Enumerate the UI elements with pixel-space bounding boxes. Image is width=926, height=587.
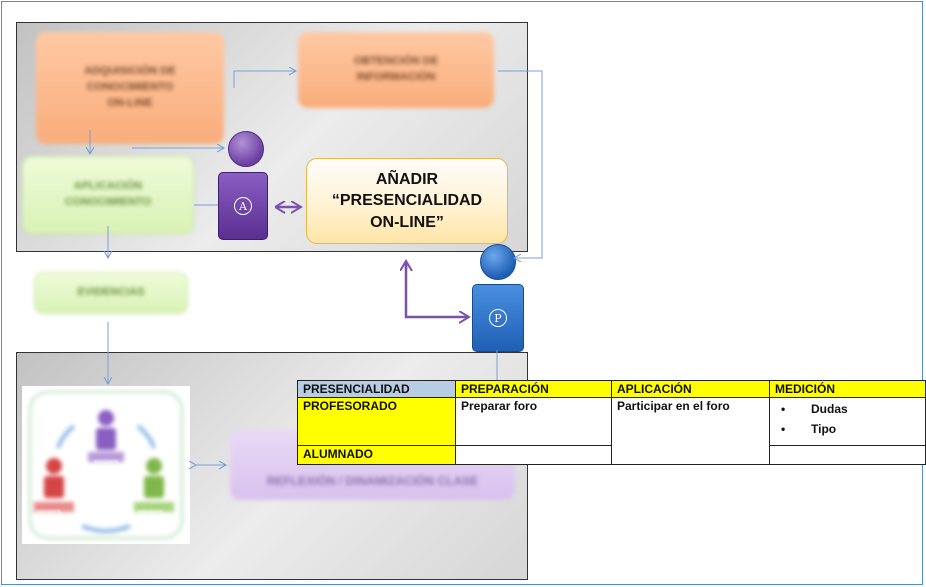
person-a-body-icon: A (218, 172, 268, 240)
presencialidad-table: PRESENCIALIDAD PREPARACIÓN APLICACIÓN ME… (297, 380, 926, 465)
blue-connectors (90, 71, 543, 465)
person-a-label: A (234, 197, 252, 215)
cell-medicion-list: Dudas Tipo (769, 397, 926, 446)
add-presencialidad-box: AÑADIR “PRESENCIALIDAD ON-LINE” (306, 158, 508, 244)
header-preparacion: PREPARACIÓN (455, 380, 612, 398)
person-p-label: P (489, 309, 507, 327)
row-label-alumnado: ALUMNADO (297, 445, 456, 465)
header-presencialidad: PRESENCIALIDAD (297, 380, 456, 398)
header-aplicacion: APLICACIÓN (611, 380, 770, 398)
thumbnail-label-discente-left: DISCENTE (36, 510, 62, 516)
header-medicion: MEDICIÓN (769, 380, 926, 398)
cell-participar-foro: Participar en el foro (611, 397, 770, 465)
row-label-profesorado: PROFESORADO (297, 397, 456, 446)
person-p-body-icon: P (472, 284, 524, 352)
table-row: ALUMNADO (297, 445, 926, 465)
evidencias-box: EVIDENCIAS (34, 272, 188, 314)
thumbnail-label-discente-right: DISCENTE (138, 510, 164, 516)
cell-empty-medicion (769, 445, 926, 465)
table-header-row: PRESENCIALIDAD PREPARACIÓN APLICACIÓN ME… (297, 380, 926, 398)
cycle-thumbnail: DOCENTE DISCENTE DISCENTE (22, 386, 190, 544)
list-item: Dudas (775, 399, 920, 419)
aplicacion-box: APLICACIÓN CONOCIMIENTO (22, 156, 194, 234)
purple-connectors (276, 207, 468, 317)
list-item: Tipo (775, 419, 920, 439)
adquisicion-box: ADQUISICIÓN DE CONOCIMIENTO ON-LINE (36, 32, 224, 144)
person-a-head-icon (228, 131, 264, 167)
cell-preparar-foro: Preparar foro (455, 397, 612, 446)
medicion-list: Dudas Tipo (775, 399, 920, 439)
thumbnail-label-docente: DOCENTE (94, 460, 119, 466)
cell-empty-preparacion (455, 445, 612, 465)
person-p-head-icon (480, 244, 516, 280)
cycle-thumbnail-graphic (28, 390, 184, 540)
obtencion-box: OBTENCIÓN DE INFORMACIÓN (298, 32, 494, 108)
table-row: PROFESORADO Preparar foro Participar en … (297, 397, 926, 465)
